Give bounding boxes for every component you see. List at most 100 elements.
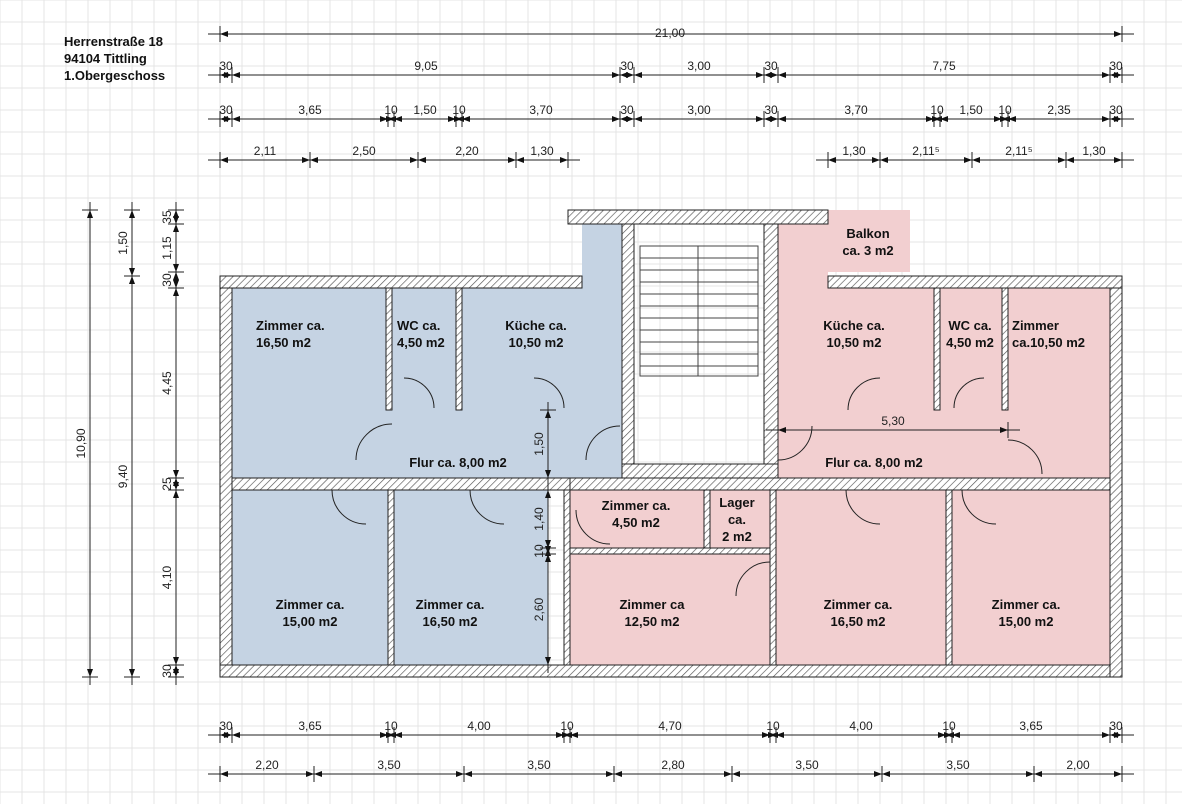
dim-label: 1,30 xyxy=(530,144,554,158)
dim-arrow xyxy=(994,116,1002,122)
dim-label: 30 xyxy=(219,59,233,73)
staircase xyxy=(639,245,759,377)
dim-label: 30 xyxy=(219,719,233,733)
door-swing xyxy=(533,377,565,409)
door-swing xyxy=(355,423,393,461)
room-label: 16,50 m2 xyxy=(423,614,478,629)
dim-arrow xyxy=(173,264,179,272)
dim-arrow xyxy=(932,116,940,122)
dim-arrow xyxy=(545,657,551,665)
dim-label: 30 xyxy=(1109,59,1123,73)
room-label: Lager xyxy=(719,495,754,510)
dim-label: 1,50 xyxy=(413,103,437,117)
dim-label: 5,30 xyxy=(881,414,905,428)
dim-arrow xyxy=(1066,157,1074,163)
dim-arrow xyxy=(872,157,880,163)
dim-arrow xyxy=(880,157,888,163)
dim-arrow xyxy=(545,554,551,562)
dim-arrow xyxy=(224,732,232,738)
dim-arrow xyxy=(778,116,786,122)
dim-arrow xyxy=(634,116,642,122)
room-label: 4,50 m2 xyxy=(397,335,445,350)
dim-arrow xyxy=(394,116,402,122)
dim-arrow xyxy=(626,72,634,78)
wall-north-left xyxy=(219,275,583,289)
dim-arrow xyxy=(410,157,418,163)
dim-arrow xyxy=(380,732,388,738)
dim-arrow xyxy=(882,771,890,777)
address-header: Herrenstraße 18 94104 Tittling 1.Oberges… xyxy=(64,34,165,83)
header-floor: 1.Obergeschoss xyxy=(64,68,165,83)
dim-arrow xyxy=(776,732,784,738)
wall-store-x xyxy=(703,489,711,549)
dim-arrow xyxy=(964,157,972,163)
dim-label: 1,50 xyxy=(532,432,546,456)
dim-label: 4,00 xyxy=(467,719,491,733)
dim-label: 30 xyxy=(1109,103,1123,117)
dim-arrow xyxy=(386,732,394,738)
dim-arrow xyxy=(454,116,462,122)
dim-arrow xyxy=(940,116,948,122)
wall-blue-x3 xyxy=(387,489,395,666)
dim-arrow xyxy=(220,157,228,163)
room-label: Zimmer xyxy=(1012,318,1059,333)
door-swing xyxy=(331,489,367,525)
dim-arrow xyxy=(1114,771,1122,777)
dim-label: 30 xyxy=(620,103,634,117)
dim-label: 3,65 xyxy=(298,103,322,117)
dim-arrow xyxy=(306,771,314,777)
blue-unit-fill xyxy=(232,224,622,665)
dim-label: 3,65 xyxy=(298,719,322,733)
dim-arrow xyxy=(545,540,551,548)
dim-arrow xyxy=(220,31,228,37)
wall-pink-x2 xyxy=(945,489,953,666)
dim-label: 30 xyxy=(1109,719,1123,733)
dim-label: 10 xyxy=(998,103,1012,117)
room-label: 2 m2 xyxy=(722,529,752,544)
dim-arrow xyxy=(770,72,778,78)
room-label: Zimmer ca. xyxy=(416,597,485,612)
dimension-labels: 21,00 xyxy=(655,26,685,40)
wall-blue-mid xyxy=(231,477,623,491)
wall-divider xyxy=(563,489,571,666)
dim-arrow xyxy=(1026,771,1034,777)
walls xyxy=(219,209,1123,678)
dim-label: 10 xyxy=(384,719,398,733)
dim-arrow xyxy=(724,771,732,777)
wall-outer-south xyxy=(219,664,1123,678)
dim-label: 3,00 xyxy=(687,59,711,73)
door-swing xyxy=(777,425,813,461)
dim-arrow xyxy=(448,116,456,122)
dim-arrow xyxy=(1114,116,1122,122)
dim-arrow xyxy=(1008,116,1016,122)
stair-outline xyxy=(639,245,759,377)
dim-arrow xyxy=(464,771,472,777)
room-label: 15,00 m2 xyxy=(999,614,1054,629)
room-label: 4,50 m2 xyxy=(612,515,660,530)
door-swing xyxy=(847,377,881,411)
dim-label: 25 xyxy=(160,477,174,491)
dim-arrow xyxy=(456,771,464,777)
dim-label: 4,70 xyxy=(658,719,682,733)
room-label: Flur ca. 8,00 m2 xyxy=(825,455,923,470)
dim-arrow xyxy=(173,490,179,498)
dim-arrow xyxy=(756,72,764,78)
room-label: Flur ca. 8,00 m2 xyxy=(409,455,507,470)
door-swing xyxy=(469,489,505,525)
dim-top-total: 21,00 xyxy=(655,26,685,40)
dim-arrow xyxy=(1102,72,1110,78)
dim-label: 30 xyxy=(219,103,233,117)
wall-stair-east xyxy=(763,223,779,479)
dim-label: 2,11⁵ xyxy=(912,144,939,158)
dim-arrow xyxy=(545,410,551,418)
dim-arrow xyxy=(418,157,426,163)
door-swing xyxy=(1007,439,1043,475)
dim-label: 3,50 xyxy=(527,758,551,772)
dim-arrow xyxy=(926,116,934,122)
dim-label: 3,50 xyxy=(377,758,401,772)
dim-arrow xyxy=(173,470,179,478)
dim-label: 9,05 xyxy=(414,59,438,73)
dim-arrow xyxy=(778,72,786,78)
